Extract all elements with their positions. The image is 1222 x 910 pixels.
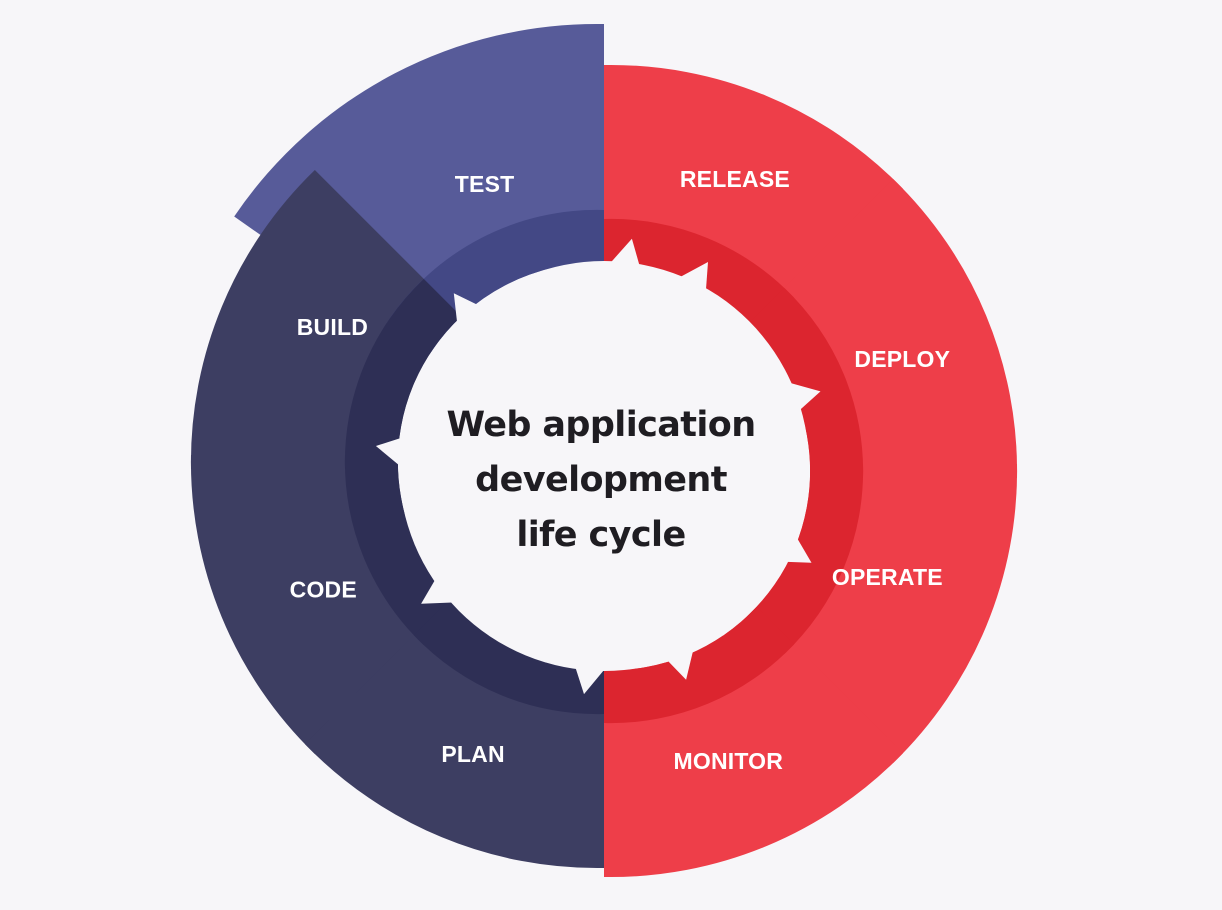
- arrow-notch: [375, 437, 402, 466]
- labels-layer: TEST RELEASE BUILD DEPLOY CODE OPERATE PLAN MON…: [290, 166, 950, 774]
- ring-band-deploy: [746, 287, 864, 478]
- stage-label-operate: OPERATE: [832, 564, 943, 590]
- center-title: Web application development life cycle: [391, 398, 811, 563]
- arrow-notch: [784, 535, 812, 563]
- stage-label-deploy: DEPLOY: [854, 346, 950, 372]
- center-circle: [399, 261, 809, 671]
- arrow-notch: [421, 580, 453, 604]
- ring-band-plan: [413, 597, 604, 715]
- arrow-notch: [680, 262, 708, 290]
- ring-band-monitor: [604, 606, 795, 724]
- stage-label-release: RELEASE: [680, 166, 790, 192]
- arrow-notches-layer: [375, 238, 821, 695]
- arrow-notch: [453, 293, 479, 325]
- arrow-notch: [667, 649, 694, 680]
- center-title-line-2: development: [475, 460, 727, 500]
- stage-label-test: TEST: [455, 171, 515, 197]
- inner-rings-layer: [344, 209, 864, 724]
- stage-label-monitor: MONITOR: [674, 748, 784, 774]
- center-title-line-3: life cycle: [516, 515, 686, 555]
- stage-label-plan: PLAN: [441, 741, 504, 767]
- center-title-line-1: Web application: [446, 405, 756, 445]
- stage-label-build: BUILD: [297, 314, 368, 340]
- stage-label-code: CODE: [290, 577, 357, 603]
- arrow-notch: [611, 238, 640, 266]
- ring-band-build: [344, 278, 462, 469]
- arrow-notch: [575, 668, 604, 695]
